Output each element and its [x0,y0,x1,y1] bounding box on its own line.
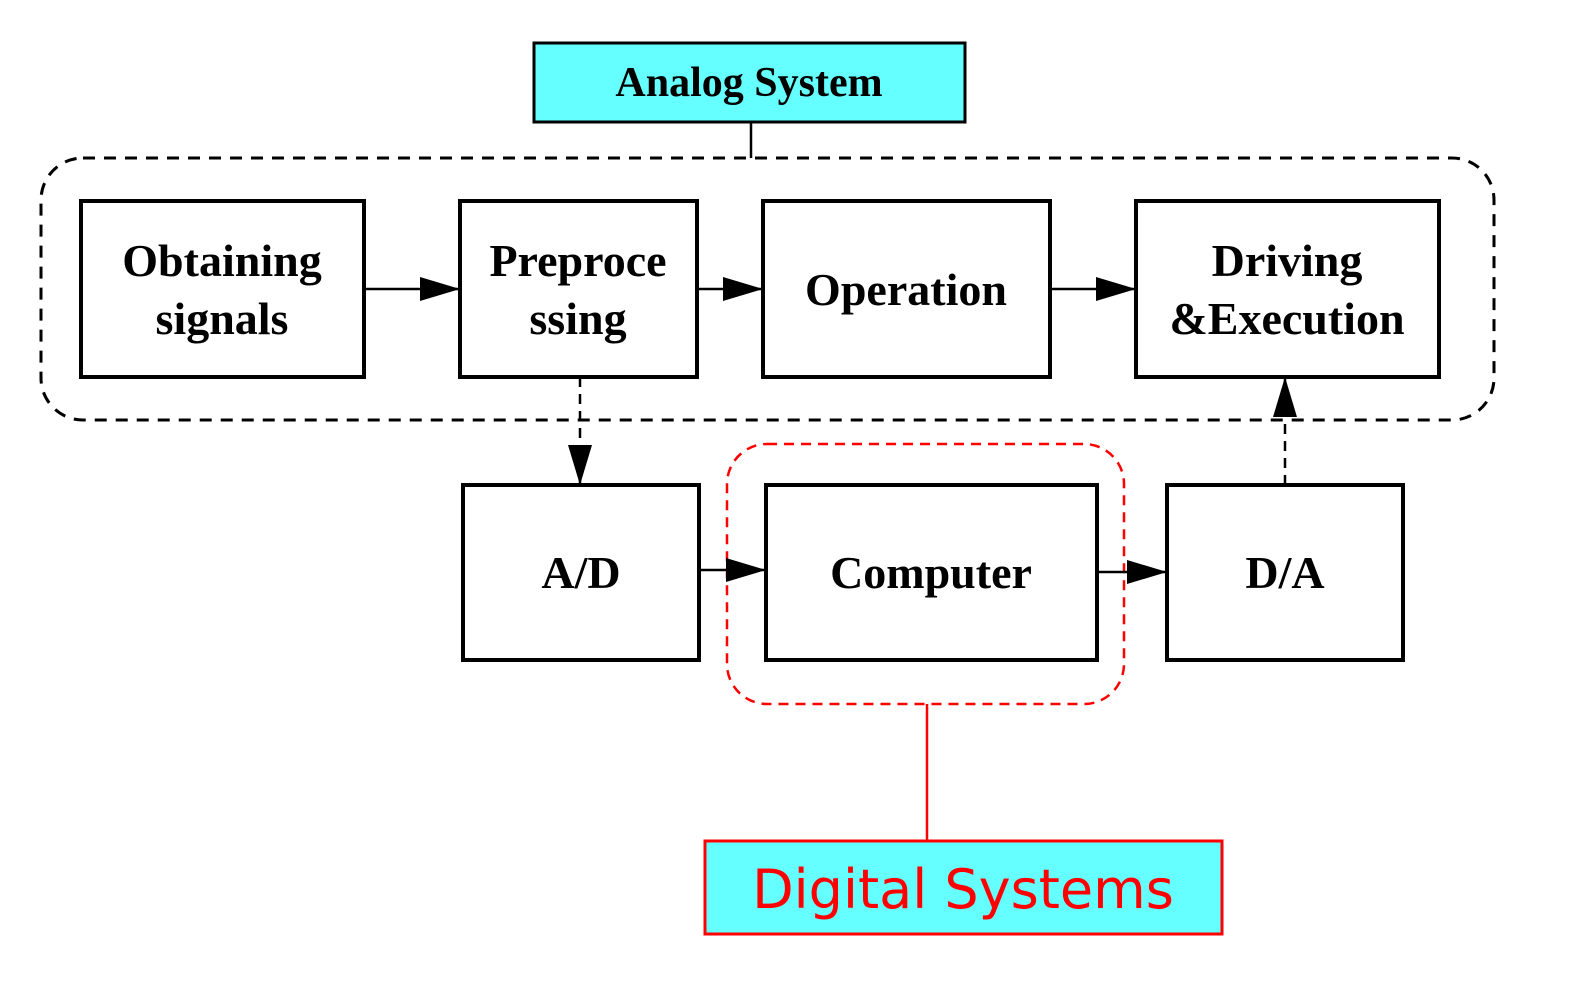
node-ad: A/D [461,483,701,662]
analog-system-label: Analog System [615,60,882,106]
node-preprocessing-line1: Preproce [489,235,666,286]
node-operation: Operation [761,199,1052,379]
node-da-label: D/A [1245,547,1324,598]
node-obtaining-signals-line1: Obtaining [122,235,321,286]
node-computer: Computer [764,483,1099,662]
node-driving-execution-line2: &Execution [1169,293,1404,344]
node-obtaining-signals: Obtaining signals [79,199,366,379]
node-preprocessing: Preproce ssing [458,199,699,379]
digital-systems-label-box: Digital Systems [703,839,1224,936]
node-driving-execution: Driving &Execution [1134,199,1441,379]
analog-system-label-box: Analog System [532,41,967,124]
node-operation-label: Operation [805,264,1007,315]
node-driving-execution-line1: Driving [1212,235,1363,286]
node-preprocessing-line2: ssing [529,293,626,344]
digital-systems-label: Digital Systems [752,858,1174,921]
node-da: D/A [1165,483,1405,662]
node-computer-label: Computer [830,547,1032,598]
node-ad-label: A/D [541,547,620,598]
node-obtaining-signals-line2: signals [156,293,289,344]
analog-system-group [39,156,1496,422]
